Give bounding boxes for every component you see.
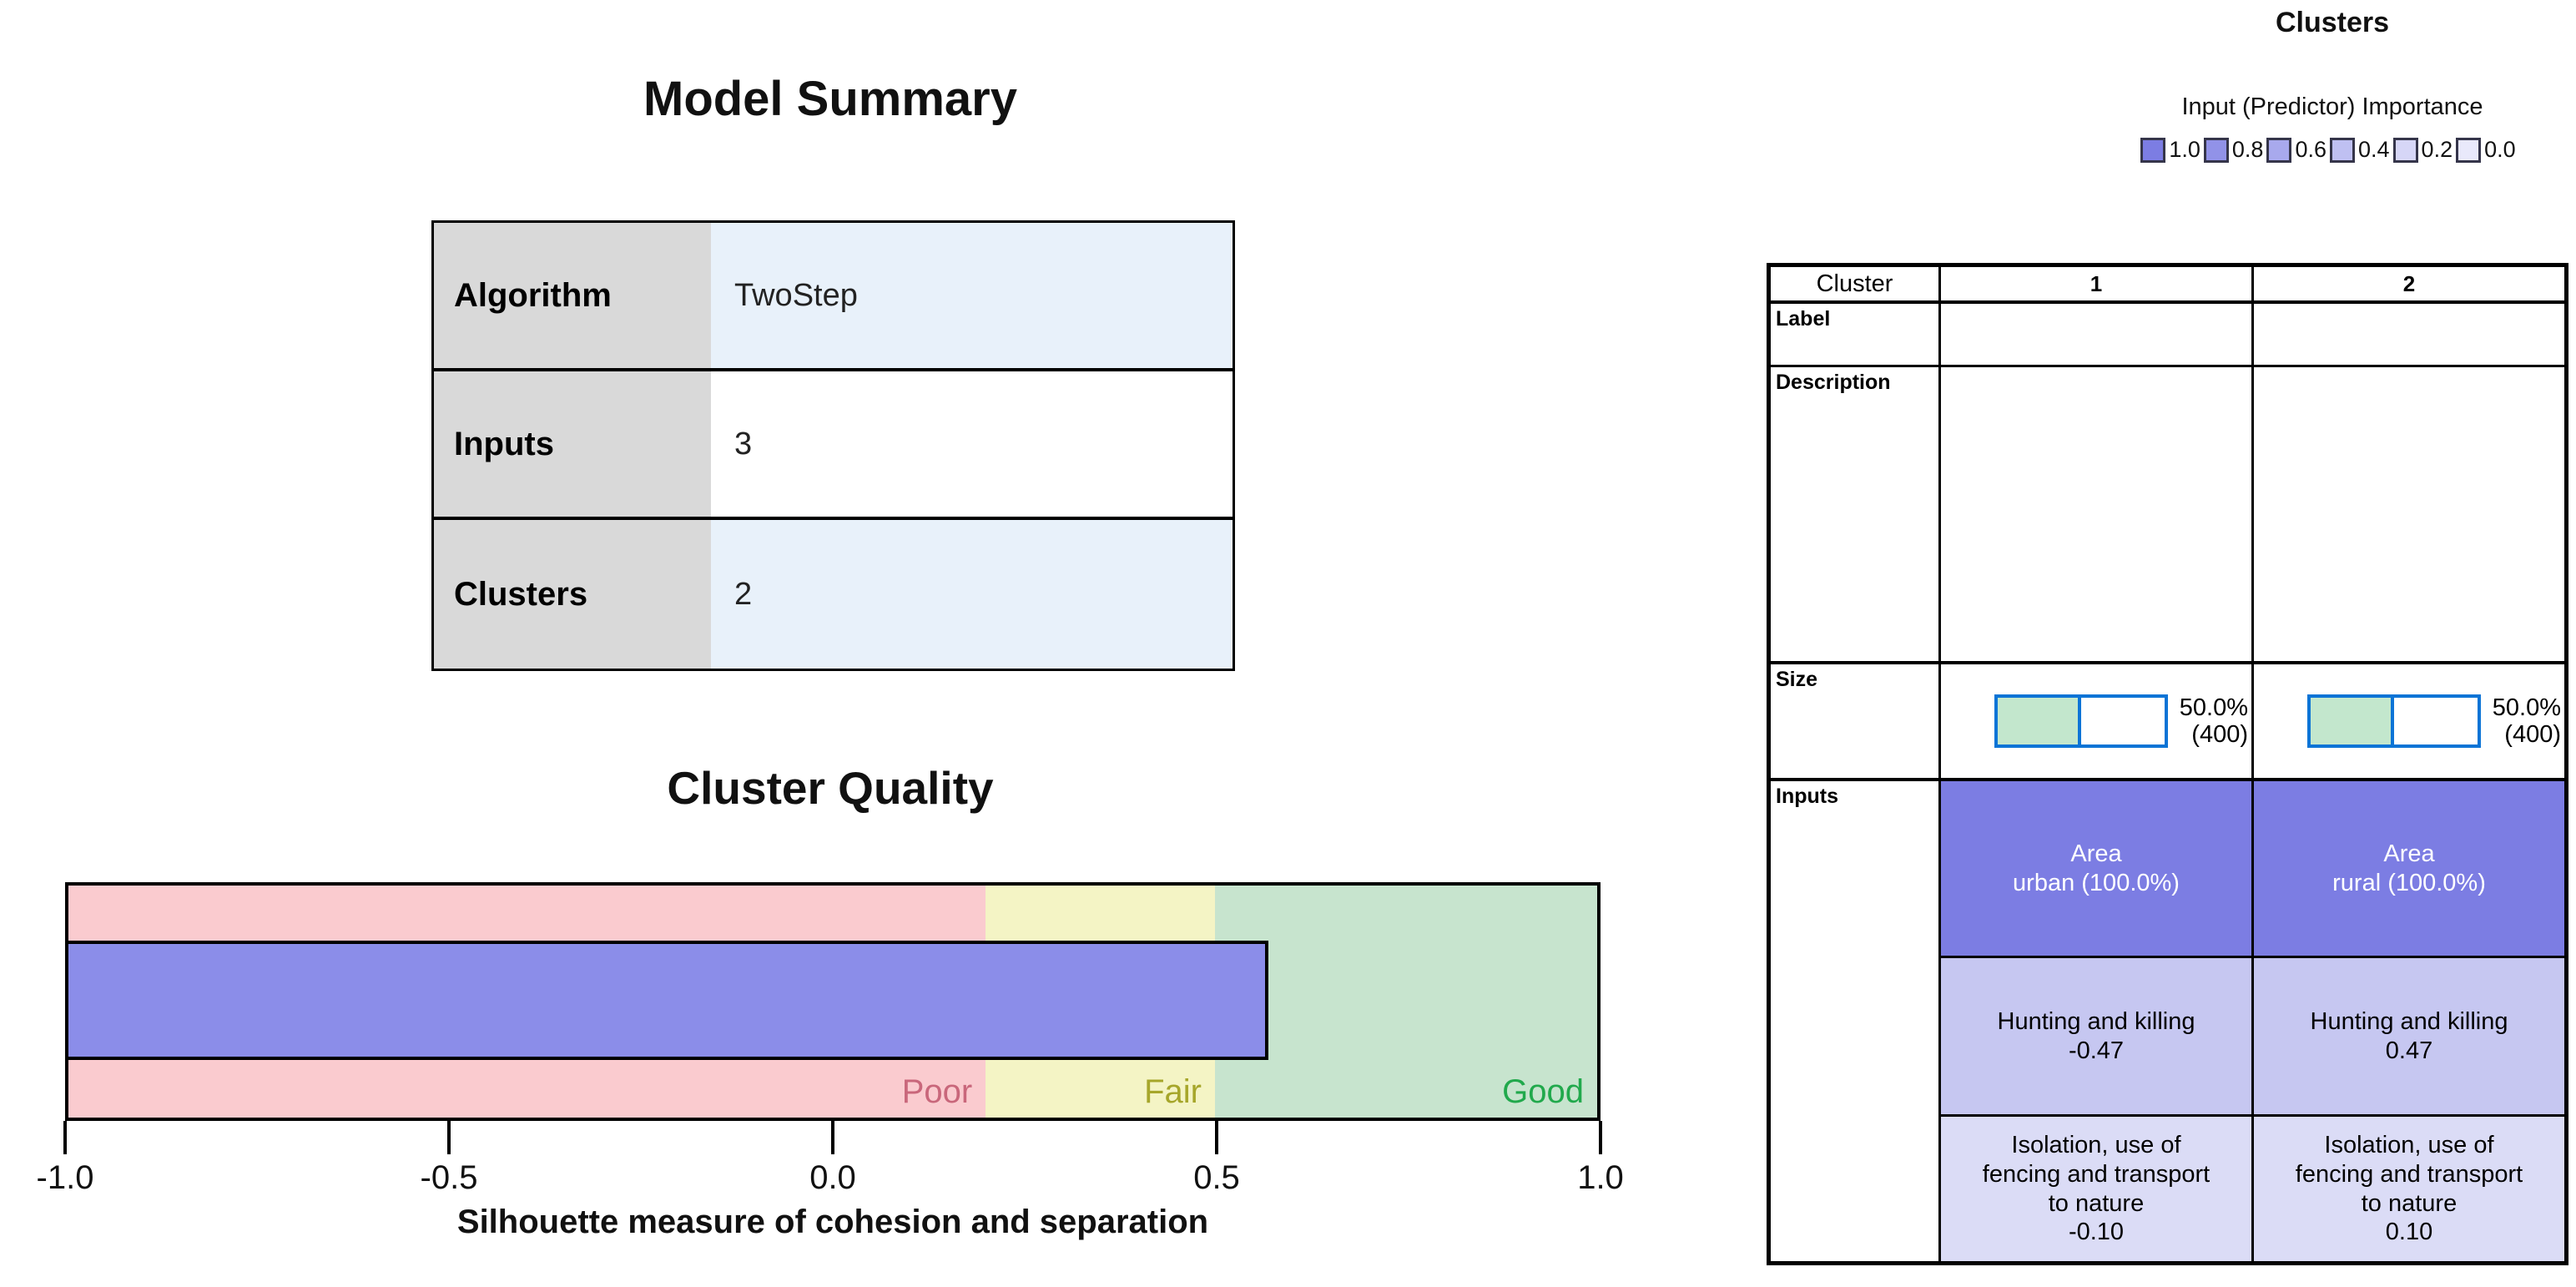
table-row: Clusters 2 [434,520,1233,669]
input-line: to nature [2361,1189,2458,1217]
size-bar-fill [2310,698,2394,744]
legend-swatch-icon [2203,137,2229,163]
cluster-2-header: 2 [2254,267,2564,304]
input-line: fencing and transport [2295,1160,2523,1188]
size-row-name: Size [1771,664,1941,781]
inputs-row-name: Inputs [1771,781,1941,1261]
legend-item: 0.4 [2330,137,2390,163]
input-area-cell-cluster1: Area urban (100.0%) [1941,781,2254,958]
algorithm-value: TwoStep [711,223,1233,368]
cluster-1-header: 1 [1941,267,2254,304]
input-line: rural (100.0%) [2332,869,2486,896]
tick-label: 0.5 [1193,1159,1240,1196]
tick-label: 1.0 [1577,1159,1624,1196]
legend-label: 0.0 [2484,137,2516,162]
legend-swatch-icon [2456,137,2482,163]
good-zone-label: Good [1502,1073,1584,1110]
legend-item: 0.8 [2203,137,2264,163]
input-hunting-cell-cluster2: Hunting and killing 0.47 [2254,958,2564,1117]
clusters-title: Clusters [2275,7,2390,38]
input-line: -0.47 [2068,1037,2125,1064]
input-line: Area [2383,840,2435,867]
inputs-value: 3 [711,371,1233,517]
input-line: Hunting and killing [1997,1007,2195,1035]
clusters-table: Cluster 1 2 Label Description Size 50.0%… [1767,263,2568,1265]
label-cell-cluster1 [1941,304,2254,367]
input-isolation-cell-cluster1: Isolation, use of fencing and transport … [1941,1117,2254,1261]
axis-tick [1599,1121,1602,1154]
size-cell-cluster2: 50.0% (400) [2254,664,2564,781]
size-value: 50.0% (400) [2493,694,2561,749]
axis-tick [447,1121,451,1154]
size-count: (400) [2191,721,2248,748]
legend-item: 0.6 [2266,137,2326,163]
silhouette-bar [68,941,1269,1060]
description-cell-cluster2 [2254,367,2564,664]
table-row: Inputs 3 [434,371,1233,520]
cluster-quality-title: Cluster Quality [667,762,994,814]
tick-label: -0.5 [420,1159,478,1196]
x-axis-title: Silhouette measure of cohesion and separ… [456,1204,1209,1240]
poor-zone-label: Poor [901,1073,973,1110]
clusters-value: 2 [711,520,1233,669]
input-line: Area [2070,840,2122,867]
cluster-header-cell: Cluster [1771,267,1941,304]
legend-swatch-icon [2392,137,2418,163]
model-summary-table: Algorithm TwoStep Inputs 3 Clusters 2 [431,220,1235,671]
input-line: Isolation, use of [2324,1131,2494,1158]
label-cell-cluster2 [2254,304,2564,367]
inputs-label: Inputs [434,371,711,517]
legend-item: 0.2 [2392,137,2453,163]
x-axis: -1.0 -0.5 0.0 0.5 1.0 [37,1121,1624,1213]
description-cell-cluster1 [1941,367,2254,664]
legend-label: 0.4 [2358,137,2390,162]
size-cell-cluster1: 50.0% (400) [1941,664,2254,781]
importance-subtitle: Input (Predictor) Importance [2181,93,2483,120]
legend-swatch-icon [2330,137,2355,163]
size-count: (400) [2504,721,2561,748]
legend-label: 1.0 [2169,137,2200,162]
label-row-name: Label [1771,304,1941,367]
size-percent: 50.0% [2492,694,2561,721]
clusters-label: Clusters [434,520,711,669]
input-line: to nature [2048,1189,2145,1217]
input-line: fencing and transport [1982,1160,2211,1188]
fair-zone-label: Fair [1144,1073,1202,1110]
cluster-quality-plot: Poor Fair Good [65,882,1601,1121]
tick-label: -1.0 [36,1159,94,1196]
axis-tick [63,1121,67,1154]
input-hunting-cell-cluster1: Hunting and killing -0.47 [1941,958,2254,1117]
legend-label: 0.2 [2421,137,2453,162]
good-zone: Good [1215,886,1597,1118]
importance-legend: 1.0 0.8 0.6 0.4 0.2 0.0 [2069,137,2576,163]
size-bar-chart [1994,694,2168,748]
legend-swatch-icon [2140,137,2166,163]
legend-swatch-icon [2266,137,2292,163]
legend-item: 1.0 [2140,137,2200,163]
algorithm-label: Algorithm [434,223,711,368]
input-line: -0.10 [2068,1219,2125,1246]
legend-label: 0.8 [2231,137,2264,162]
legend-item: 0.0 [2456,137,2516,163]
input-line: urban (100.0%) [2013,869,2180,896]
table-row: Algorithm TwoStep [434,223,1233,371]
size-value: 50.0% (400) [2180,694,2248,749]
input-line: Isolation, use of [2011,1131,2181,1158]
input-line: 0.10 [2385,1219,2433,1246]
axis-tick [1215,1121,1218,1154]
input-line: Hunting and killing [2310,1007,2508,1035]
model-summary-title: Model Summary [643,72,1017,126]
input-area-cell-cluster2: Area rural (100.0%) [2254,781,2564,958]
size-bar-chart [2306,694,2481,748]
legend-label: 0.6 [2295,137,2326,162]
size-percent: 50.0% [2179,694,2248,721]
axis-tick [831,1121,834,1154]
tick-label: 0.0 [809,1159,856,1196]
input-line: 0.47 [2385,1037,2433,1064]
description-row-name: Description [1771,367,1941,664]
size-bar-fill [1997,698,2081,744]
input-isolation-cell-cluster2: Isolation, use of fencing and transport … [2254,1117,2564,1261]
